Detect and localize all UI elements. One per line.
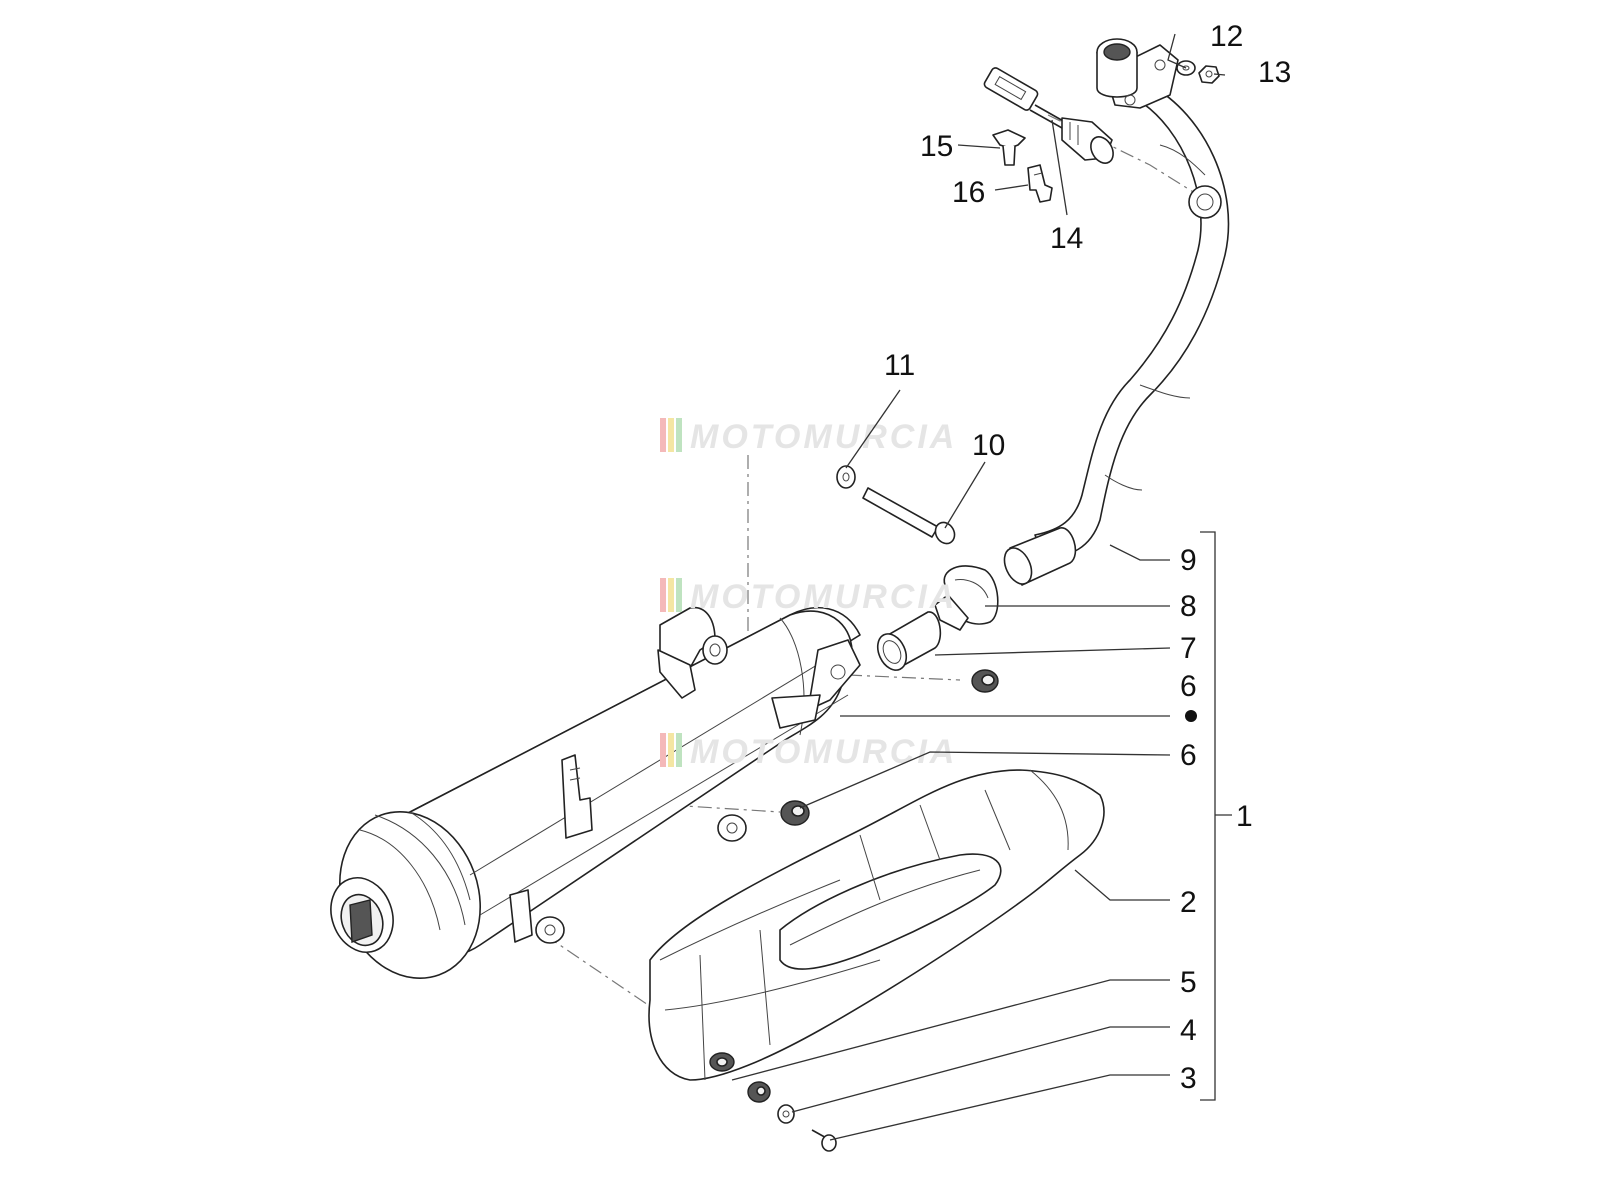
lambda-sensor[interactable] — [983, 66, 1118, 167]
label-8: 8 — [1180, 590, 1197, 623]
grommet-5[interactable] — [747, 1081, 771, 1103]
label-9: 9 — [1180, 544, 1197, 577]
watermark-top: MOTOMURCIA — [660, 418, 957, 456]
washer-4[interactable] — [777, 1104, 795, 1124]
watermark-stripe — [660, 733, 666, 767]
gasket-sleeve[interactable] — [872, 611, 942, 675]
watermark-stripe — [660, 578, 666, 612]
watermark-middle: MOTOMURCIA — [660, 578, 957, 616]
label-5: 5 — [1180, 966, 1197, 999]
nut-13[interactable] — [1198, 65, 1220, 84]
label-12: 12 — [1210, 20, 1243, 53]
label-10: 10 — [972, 429, 1005, 462]
exhaust-header-pipe[interactable] — [999, 38, 1230, 588]
washer-11[interactable] — [836, 465, 856, 489]
watermark-text: MOTOMURCIA — [690, 733, 957, 771]
screw-3[interactable] — [811, 1129, 837, 1152]
watermark-bottom: MOTOMURCIA — [660, 733, 957, 771]
bolt-10[interactable] — [862, 487, 958, 547]
part-labels: 1 2 3 4 5 6 6 7 8 9 10 11 12 13 14 15 16 — [884, 20, 1291, 1095]
watermark-stripe — [676, 733, 682, 767]
watermark-stripe — [676, 418, 682, 452]
watermark-stripe — [668, 578, 674, 612]
label-1: 1 — [1236, 800, 1253, 833]
watermark-stripe — [668, 418, 674, 452]
leader-lines — [731, 33, 1232, 1141]
label-15: 15 — [920, 130, 953, 163]
reference-dot — [1185, 710, 1197, 722]
label-6-upper: 6 — [1180, 670, 1197, 703]
watermark-text: MOTOMURCIA — [690, 418, 957, 456]
label-13: 13 — [1258, 56, 1291, 89]
watermark-stripe — [660, 418, 666, 452]
label-14: 14 — [1050, 222, 1083, 255]
label-7: 7 — [1180, 632, 1197, 665]
label-2: 2 — [1180, 886, 1197, 919]
muffler-body[interactable] — [317, 606, 861, 999]
label-11: 11 — [884, 349, 915, 382]
watermark-stripe — [668, 733, 674, 767]
heat-shield[interactable] — [648, 769, 1105, 1081]
rubber-bushing-6-top[interactable] — [971, 669, 999, 693]
watermark-stripe — [676, 578, 682, 612]
label-16: 16 — [952, 176, 985, 209]
push-clip[interactable] — [992, 129, 1026, 166]
rubber-bushing-6-lower[interactable] — [780, 800, 810, 826]
watermark-text: MOTOMURCIA — [690, 578, 957, 616]
pipe-clamp[interactable] — [934, 565, 999, 631]
label-3: 3 — [1180, 1062, 1197, 1095]
cable-bracket[interactable] — [1027, 164, 1053, 203]
label-6-lower: 6 — [1180, 739, 1197, 772]
label-4: 4 — [1180, 1014, 1197, 1047]
